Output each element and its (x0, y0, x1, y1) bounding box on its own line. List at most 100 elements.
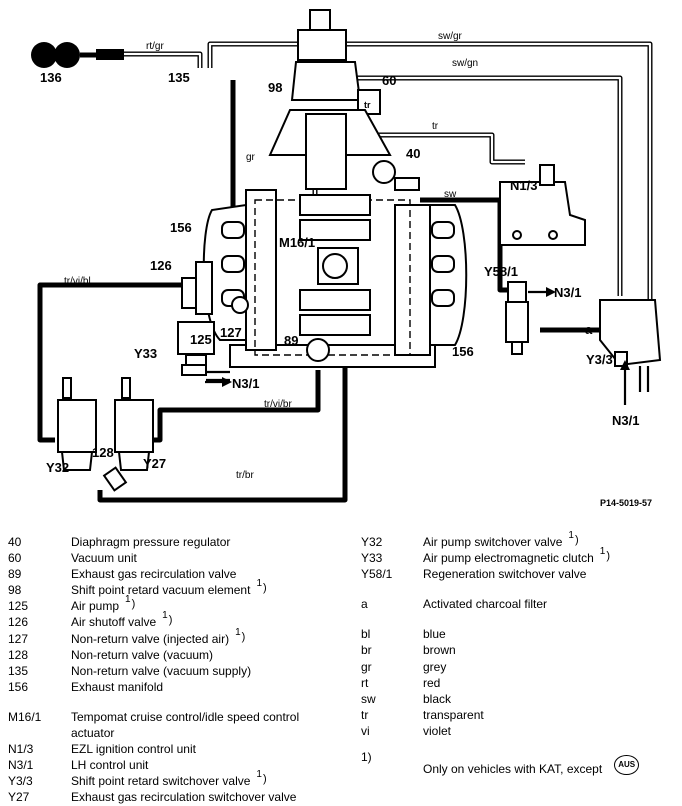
legend-code: 156 (8, 679, 29, 694)
legend-code: 135 (8, 663, 29, 678)
label-Y32: Y32 (46, 460, 69, 475)
legend-description: Vacuum unit (71, 551, 137, 566)
footnote-text: Only on vehicles with KAT, except (423, 761, 603, 776)
footnote-marker: 1 (256, 769, 262, 781)
legend-row: Y27 Exhaust gas recirculation switchover … (8, 789, 348, 805)
legend-description: Air pump electromagnetic clutch (423, 551, 594, 566)
legend-code: vi (361, 723, 370, 738)
legend-code: Y58/1 (361, 567, 393, 582)
footnote-mark: 1) (361, 749, 372, 764)
footnote-marker: 1 (599, 546, 606, 558)
legend-description: Non-return valve (vacuum) (71, 647, 214, 662)
label-40: 40 (406, 146, 420, 161)
legend-description: Shift point retard vacuum element (71, 583, 251, 598)
label-135: 135 (168, 70, 190, 85)
legend-description: EZL ignition control unit (71, 742, 196, 757)
legend-description: Air shutoff valve (71, 615, 157, 630)
legend-description: Tempomat cruise control/idle speed contr… (71, 709, 300, 724)
legend-code: Y33 (361, 551, 383, 566)
label-a: a (585, 322, 593, 337)
label-N3-1-bottom: N3/1 (612, 413, 639, 428)
component-156-right (429, 204, 468, 346)
wire-rt-gr: rt/gr (146, 41, 164, 52)
component-127 (231, 296, 249, 314)
component-Y27 (114, 377, 154, 471)
legend-description: transparent (423, 707, 484, 722)
component-Y32 (57, 377, 97, 471)
wire-tr-br: tr/br (236, 470, 254, 481)
legend-row: N1/3 EZL ignition control unit (8, 741, 348, 757)
label-136: 136 (40, 70, 62, 85)
wire-sw: sw (444, 189, 457, 200)
legend-code: Y32 (361, 535, 383, 549)
component-60-98-assembly (268, 9, 392, 190)
wire-sw-gn: sw/gn (452, 58, 478, 69)
label-98: 98 (268, 80, 282, 95)
arrows (205, 287, 630, 405)
label-128: 128 (92, 445, 114, 460)
footnote-marker: 1 (125, 594, 131, 606)
aus-badge: AUS (614, 754, 640, 776)
footnote-marker: 1 (235, 626, 241, 638)
legend-description: red (423, 675, 441, 690)
vacuum-diagram: 136 135 98 60 tr 40 N1/3 156 M16/1 126 Y… (31, 9, 662, 508)
legend-code: 128 (8, 647, 29, 662)
legend-code: 40 (8, 535, 22, 549)
footnote-marker: 1 (162, 610, 168, 622)
label-156-left: 156 (170, 220, 192, 235)
label-60: 60 (382, 73, 396, 88)
wire-gr: gr (246, 152, 256, 163)
label-Y3-3: Y3/3 (586, 352, 613, 367)
legend-color-row: bl blue (361, 626, 679, 642)
legend-description: Exhaust gas recirculation switchover val… (71, 790, 297, 805)
legend-code: Y27 (8, 790, 30, 805)
component-N1-3 (499, 164, 586, 246)
legend-row: actuator (8, 725, 348, 741)
wire-tr-vi-bl: tr/vi/bl (64, 276, 91, 287)
legend-color-row: vi violet (361, 723, 679, 739)
component-40 (372, 160, 420, 191)
legend-description: actuator (71, 726, 115, 741)
legend-description: Activated charcoal filter (423, 597, 548, 612)
legend-code: Y3/3 (8, 774, 33, 789)
label-M16-1: M16/1 (279, 235, 315, 250)
legend-code: 126 (8, 615, 29, 630)
legend-code: 127 (8, 631, 29, 646)
legend-code: N3/1 (8, 758, 34, 773)
wire-tr: tr (432, 121, 439, 132)
reference-code: P14-5019-57 (600, 498, 652, 508)
legend-color-row: gr grey (361, 659, 679, 675)
legend-code: gr (361, 659, 372, 674)
legend-description: grey (423, 659, 447, 674)
legend-code: 89 (8, 567, 22, 582)
legend-code: 98 (8, 583, 22, 598)
legend-code: M16/1 (8, 709, 42, 724)
legend-description: violet (423, 723, 452, 738)
label-156-right: 156 (452, 344, 474, 359)
footnote-row: 1) Only on vehicles with KAT, except AUS (361, 747, 679, 777)
legend-row: M16/1 Tempomat cruise control/idle speed … (8, 709, 348, 725)
legend-row: 40 Diaphragm pressure regulator (8, 534, 348, 550)
label-N3-1-right: N3/1 (554, 285, 581, 300)
legend-code: rt (361, 675, 369, 690)
legend-code: bl (361, 627, 371, 642)
wire-tr-vi-br: tr/vi/br (264, 399, 292, 410)
legend-description: Diaphragm pressure regulator (71, 535, 231, 549)
legend-code: br (361, 643, 372, 658)
legend-code: N1/3 (8, 742, 34, 757)
legend-description: Air pump (71, 599, 120, 614)
legend-code: 125 (8, 599, 29, 614)
legend-description: blue (423, 627, 446, 642)
